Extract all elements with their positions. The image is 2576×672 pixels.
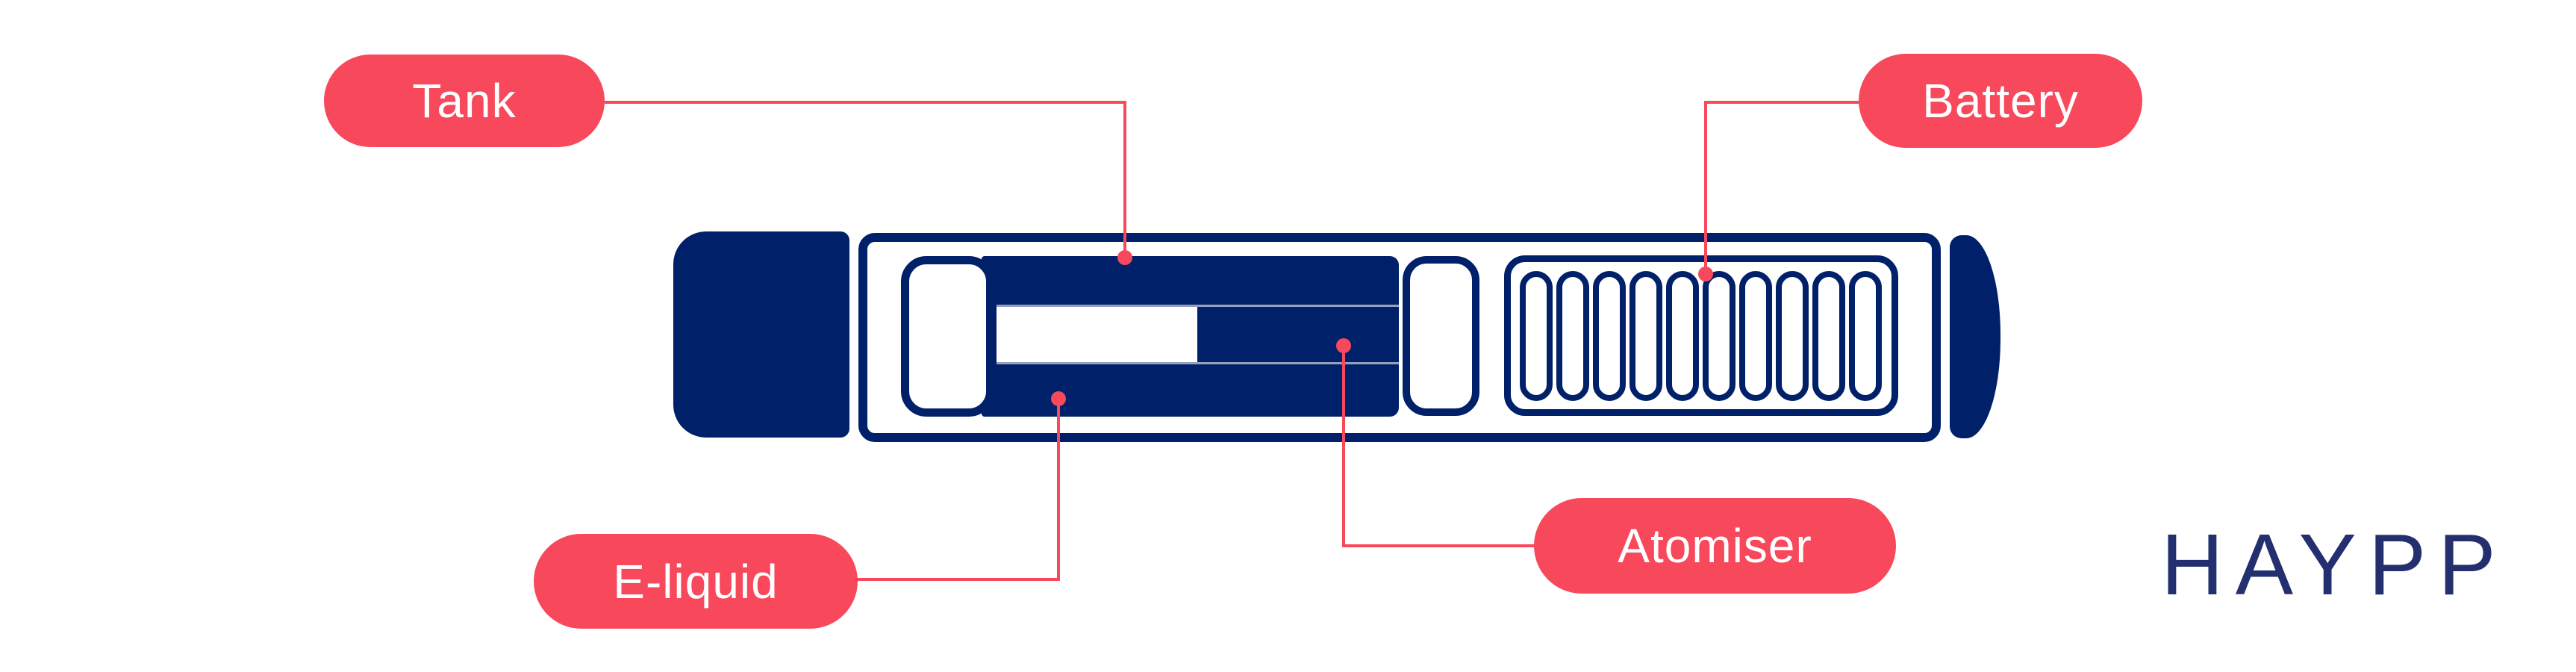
tank-connector-hline: [605, 101, 1125, 104]
atomiser-connector-hline: [1344, 544, 1535, 547]
battery-connector-vline: [1704, 101, 1707, 270]
atomiser-label-text: Atomiser: [1618, 519, 1812, 573]
battery-cell: [1593, 271, 1626, 401]
battery-cell: [1739, 271, 1772, 401]
battery-label: Battery: [1859, 54, 2142, 148]
battery-cell: [1776, 271, 1809, 401]
e-liquid-label: E-liquid: [534, 534, 858, 629]
mouthpiece-shape: [673, 231, 849, 438]
e-liquid-pointer-dot: [1051, 391, 1066, 406]
battery-connector-hline: [1704, 101, 1859, 104]
tank-connector-vline: [1123, 101, 1126, 254]
e-liquid-connector-vline: [1057, 398, 1060, 581]
battery-pointer-dot: [1698, 267, 1713, 281]
atomiser-connector-vline: [1342, 345, 1345, 547]
tank-label: Tank: [324, 55, 605, 147]
battery-cell: [1630, 271, 1662, 401]
battery-cell: [1556, 271, 1589, 401]
battery-cell: [1666, 271, 1699, 401]
tank-right-cap: [1403, 256, 1479, 416]
battery-section: [1504, 255, 1898, 416]
battery-label-text: Battery: [1922, 74, 2079, 128]
tank-left-cap: [901, 256, 994, 417]
atomiser-label: Atomiser: [1534, 498, 1896, 594]
battery-cell: [1703, 271, 1735, 401]
tank-pointer-dot: [1117, 250, 1132, 265]
haypp-logo: HAYPP: [2161, 516, 2508, 613]
tank-label-text: Tank: [412, 74, 517, 128]
e-liquid-connector-hline: [856, 578, 1060, 581]
atomiser-pointer-dot: [1336, 338, 1351, 353]
battery-cell: [1849, 271, 1882, 401]
e-liquid-label-text: E-liquid: [613, 554, 779, 609]
e-liquid-level-band: [997, 305, 1399, 364]
battery-cell: [1812, 271, 1845, 401]
device-end-cap: [1950, 235, 2000, 438]
battery-cell: [1520, 271, 1553, 401]
e-liquid-window: [997, 307, 1197, 362]
